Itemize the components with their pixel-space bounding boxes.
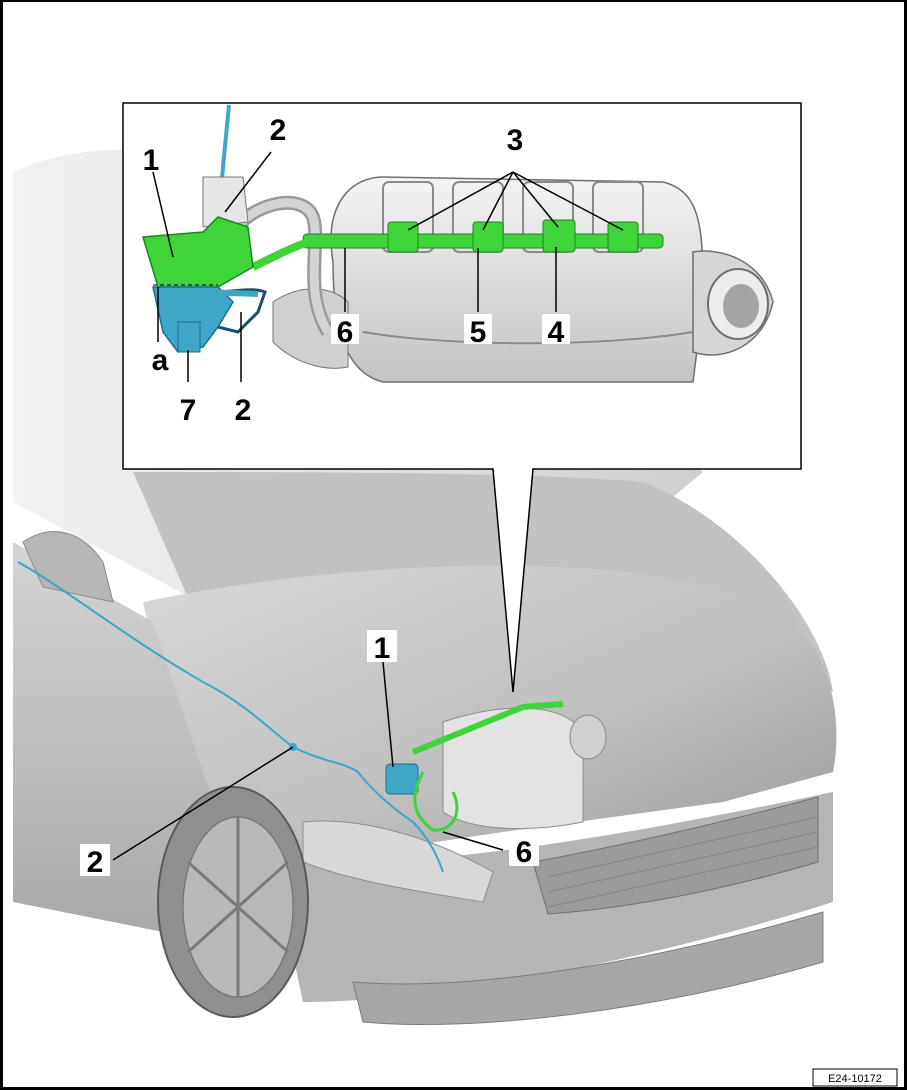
callout-inset-1: 1 [143,144,160,177]
callout-inset-3: 3 [507,124,524,157]
callout-inset-2-bottom: 2 [235,394,252,427]
car-illustration [13,149,837,1025]
callout-labels: 2 1 3 6 5 4 a 7 2 1 2 6 [80,114,570,879]
callout-car-6: 6 [516,836,533,869]
callout-inset-a: a [152,344,169,377]
inset-detail [122,102,802,693]
figure-reference-code: E24-10172 [828,1073,882,1085]
callout-inset-5: 5 [470,316,487,349]
callout-inset-4: 4 [548,316,565,349]
leader-lines [112,151,624,861]
component-location-diagram: 2 1 3 6 5 4 a 7 2 1 2 6 E24-10172 [13,102,898,1087]
figure-reference: E24-10172 [812,1068,898,1087]
callout-car-1: 1 [374,632,391,665]
fuel-rail-car [411,701,564,755]
callout-inset-6: 6 [337,316,354,349]
callout-inset-2-top: 2 [270,114,287,147]
callout-inset-7: 7 [180,394,197,427]
callout-car-2: 2 [87,846,104,879]
